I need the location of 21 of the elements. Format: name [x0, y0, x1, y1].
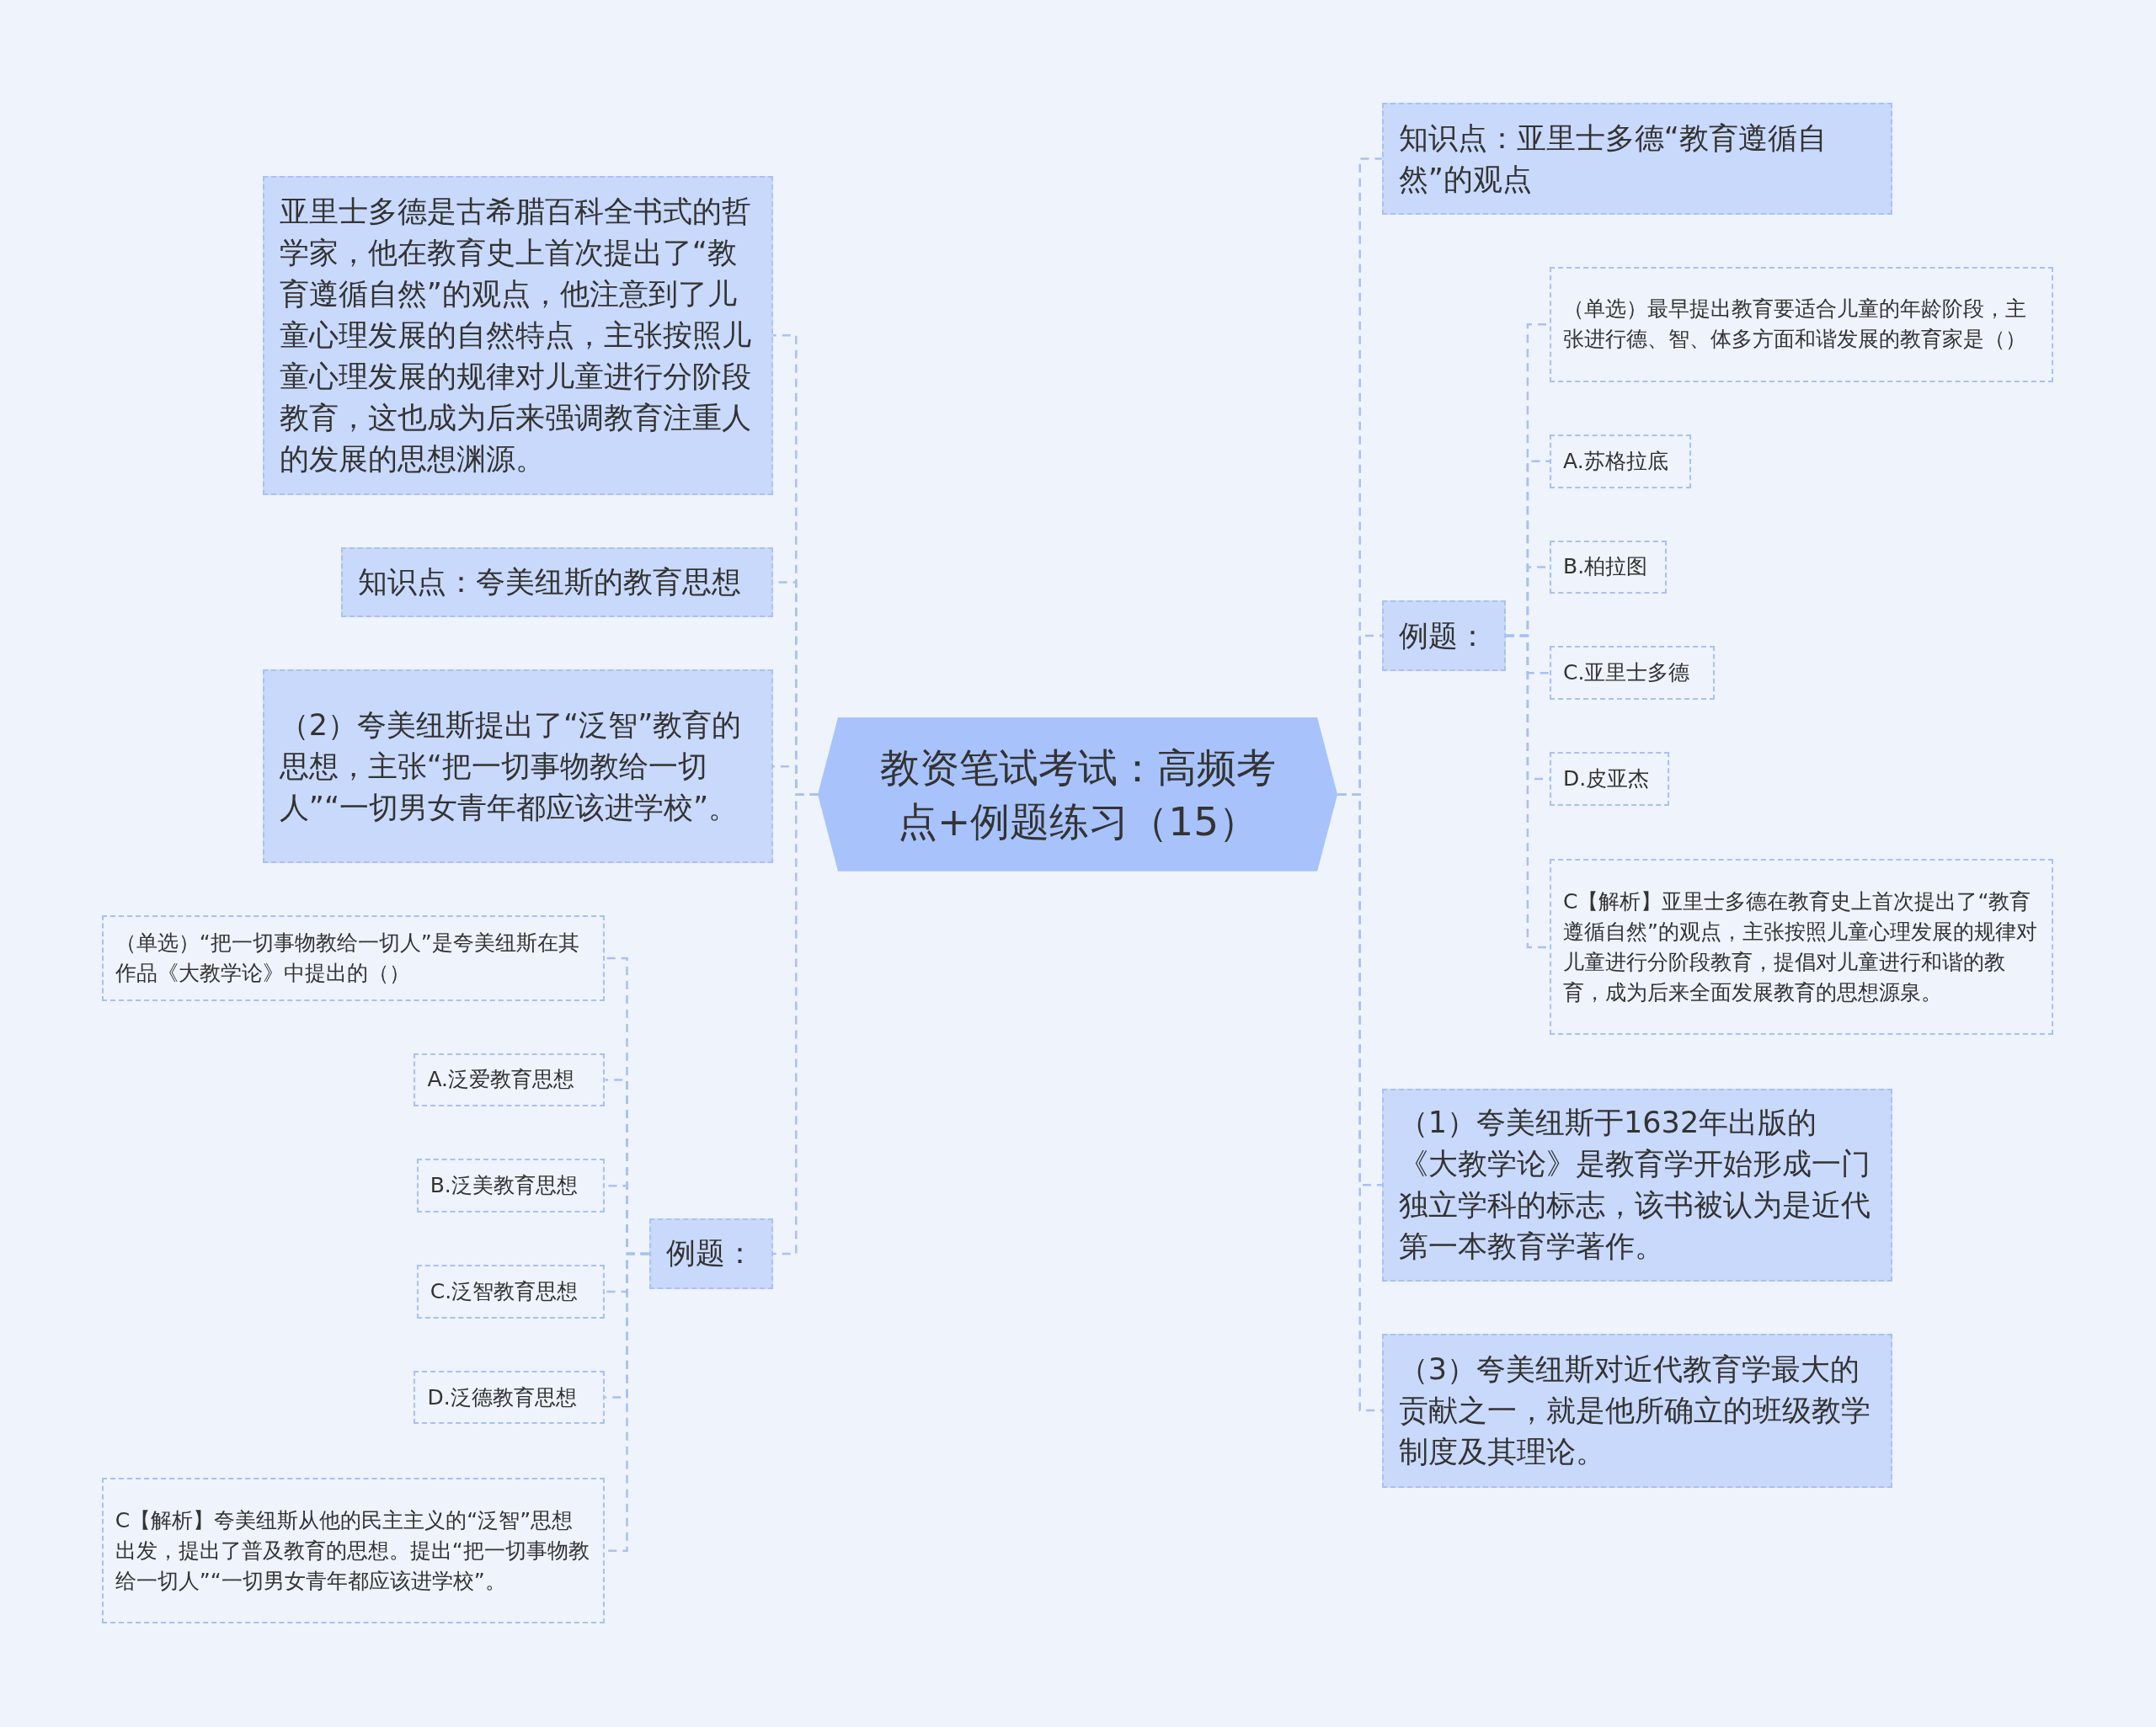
topic-box: 知识点：夸美纽斯的教育思想 — [340, 546, 773, 618]
topic-box: 例题： — [648, 1218, 773, 1290]
subtopic-box: B.柏拉图 — [1550, 540, 1667, 594]
topic-box: 例题： — [1381, 600, 1506, 671]
topic-box: 亚里士多德是古希腊百科全书式的哲学家，他在教育史上首次提出了“教育遵循自然”的观点，他注意到了儿童心理发展的自然特点，主张按照儿童心理发展的规律对儿童进行分阶段教育，这也成为后来强调教育注重人的发展的思想渊源。 — [262, 175, 773, 495]
subtopic-box: B.泛美教育思想 — [416, 1159, 606, 1213]
subtopic-box: D.皮亚杰 — [1550, 752, 1670, 806]
topic-box: 知识点：亚里士多德“教育遵循自然”的观点 — [1381, 103, 1892, 215]
subtopic-box: A.泛爱教育思想 — [414, 1053, 606, 1107]
subtopic-box: D.泛德教育思想 — [414, 1370, 606, 1425]
subtopic-box: C.亚里士多德 — [1550, 646, 1715, 700]
subtopic-box: C.泛智教育思想 — [416, 1265, 606, 1319]
topic-box: （3）夸美纽斯对近代教育学最大的贡献之一，就是他所确立的班级教学制度及其理论。 — [1381, 1333, 1892, 1488]
subtopic-box: A.苏格拉底 — [1550, 434, 1692, 488]
topic-box: （1）夸美纽斯于1632年出版的《大教学论》是教育学开始形成一门独立学科的标志，该书被认为是近代第一本教育学著作。 — [1381, 1089, 1892, 1282]
subtopic-box: C【解析】夸美纽斯从他的民主主义的“泛智”思想出发，提出了普及教育的思想。提出“把一切事物教给一切人”“一切男女青年都应该进学校”。 — [101, 1478, 606, 1624]
topic-box: （2）夸美纽斯提出了“泛智”教育的思想，主张“把一切事物教给一切人”“一切男女青年都应该进学校”。 — [262, 669, 773, 864]
subtopic-box: （单选）“把一切事物教给一切人”是夸美纽斯在其作品《大教学论》中提出的（） — [101, 915, 606, 1001]
subtopic-box: （单选）最早提出教育要适合儿童的年龄阶段，主张进行德、智、体多方面和谐发展的教育家是（） — [1550, 266, 2053, 382]
subtopic-box: C【解析】亚里士多德在教育史上首次提出了“教育遵循自然”的观点，主张按照儿童心理发展的规律对儿童进行分阶段教育，提倡对儿童进行和谐的教育，成为后来全面发展教育的思想源泉。 — [1550, 859, 2053, 1036]
central-topic-hexagon: 教资笔试考试：高频考点+例题练习（15） — [818, 717, 1338, 872]
